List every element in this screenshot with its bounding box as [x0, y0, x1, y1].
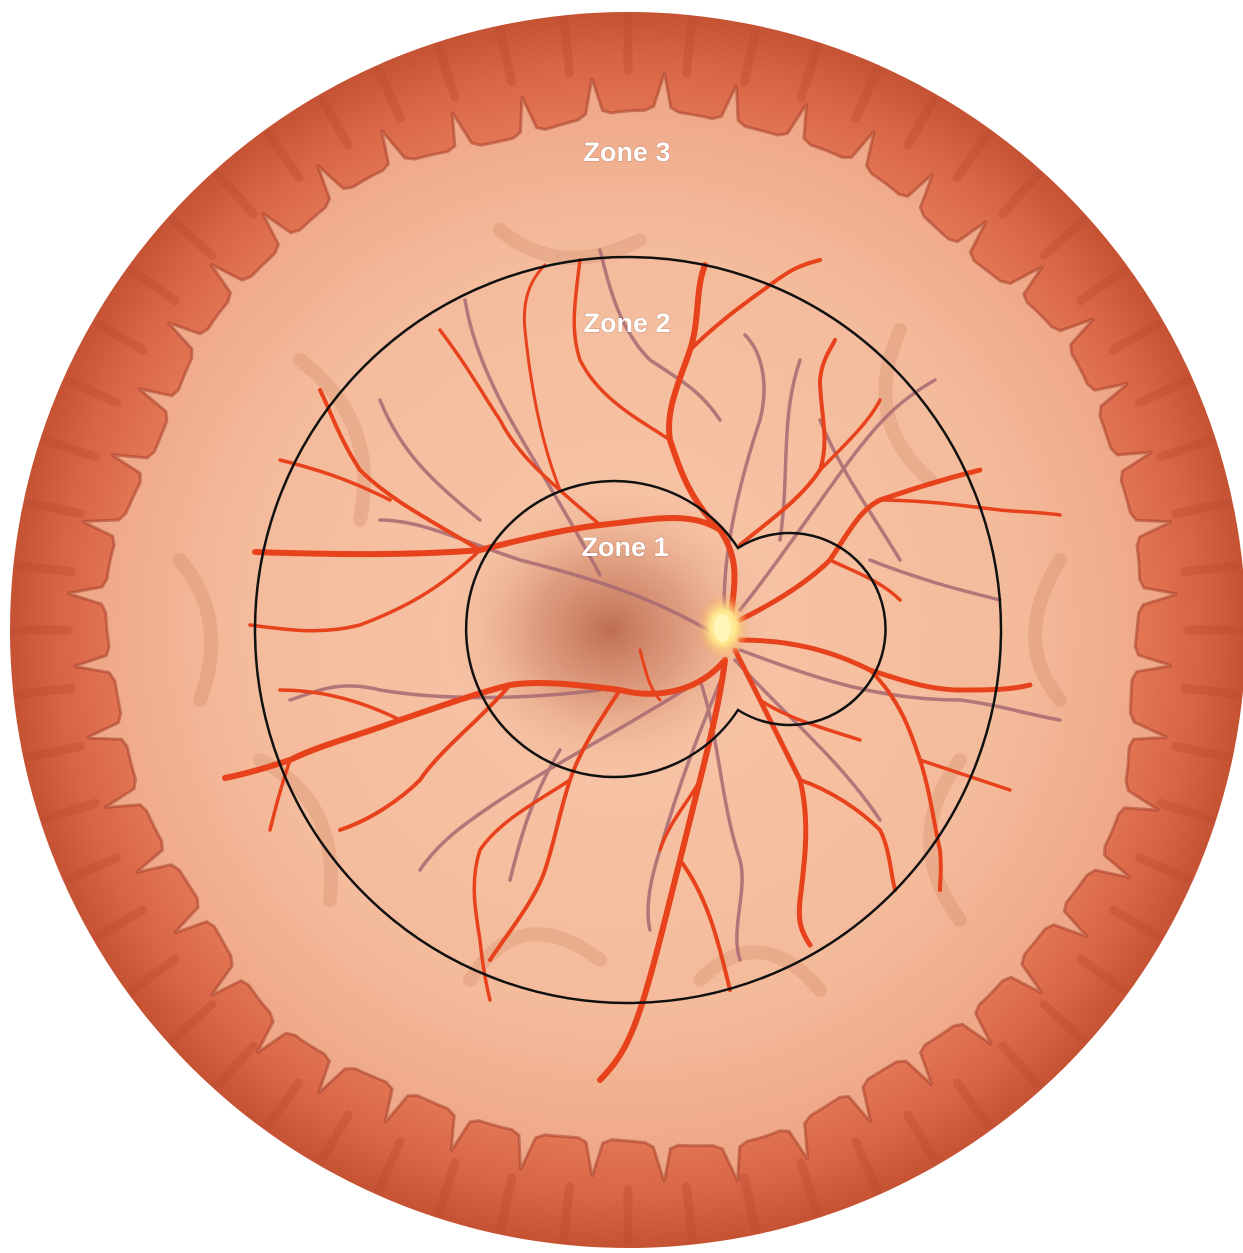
zone-2-label: Zone 2: [583, 308, 670, 338]
ring-fold: [19, 566, 71, 572]
ring-fold: [1185, 689, 1237, 695]
ring-fold: [687, 21, 693, 73]
optic-disc: [714, 614, 730, 642]
ring-fold: [687, 1187, 693, 1239]
ring-fold: [564, 21, 570, 73]
zone-3-label: Zone 3: [583, 137, 670, 167]
ring-fold: [564, 1187, 570, 1239]
ring-fold: [1185, 566, 1237, 572]
zone-1-label: Zone 1: [581, 532, 668, 562]
ring-fold: [19, 689, 71, 695]
